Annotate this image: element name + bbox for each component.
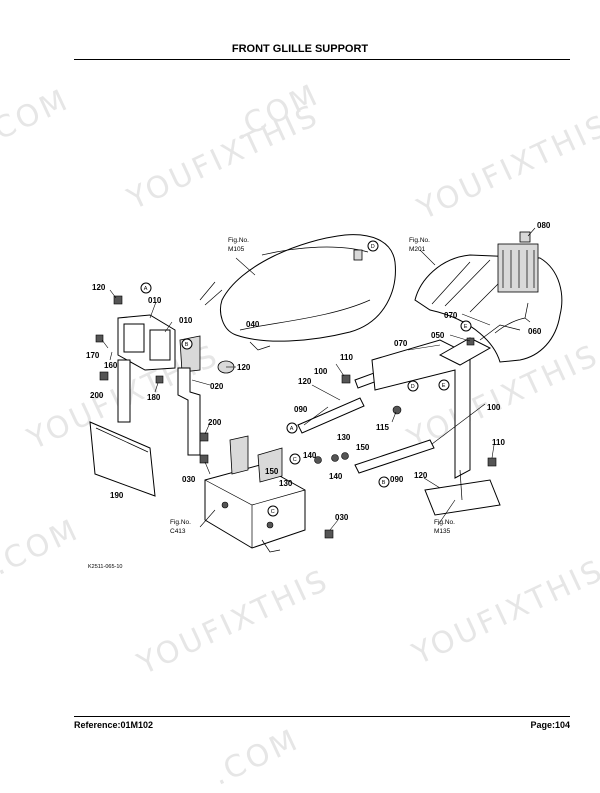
svg-text:A: A [144,286,148,292]
part-label: 160 [104,361,118,370]
parts-diagram: A B C D E A B C D E Fig.No. M105 Fig.No.… [86,221,563,570]
part-label: 020 [210,382,224,391]
svg-text:E: E [464,324,468,330]
footer-rule [74,716,570,717]
part-label: 110 [340,353,353,362]
bolt-icons [95,295,497,539]
callout-c-top: C [267,505,279,517]
callout-b-mid: B [378,476,390,488]
part-label: 130 [279,479,293,488]
part-label: 120 [237,363,251,372]
part-label: 090 [294,405,308,414]
callout-d-top: D [367,240,379,252]
right-frame-shape [371,324,521,516]
part-label: 110 [492,438,505,447]
part-label: 150 [265,467,279,476]
part-label: 140 [303,451,317,460]
hood-shape [220,234,396,351]
page-title: FRONT GLILLE SUPPORT [231,43,369,55]
part-label: 090 [390,475,404,484]
svg-text:A: A [290,426,294,432]
grille-top-shape [414,231,563,363]
part-label: 120 [298,377,312,386]
callout-e-top: E [460,320,472,332]
callout-a-mid: A [286,422,298,434]
part-label: 070 [444,311,458,320]
svg-text:C: C [293,457,297,463]
fig-ref-number: M201 [409,246,426,253]
part-label: 030 [182,475,196,484]
fig-ref-label: Fig.No. [170,519,191,526]
part-label: 140 [329,472,343,481]
part-label: 120 [92,283,106,292]
diagram-code: K2511-065-10 [88,564,122,570]
part-number-labels: 120 010 010 040 120 170 160 180 020 200 … [86,221,551,522]
radiator-frame-shape [117,281,223,373]
reference-label: Reference:01M102 [74,720,154,730]
center-frame-shape [204,435,306,553]
part-label: 010 [148,296,162,305]
fig-ref-number: M135 [434,528,451,535]
part-label: 050 [431,331,445,340]
fig-ref-label: Fig.No. [409,237,430,244]
part-label: 060 [528,327,542,336]
part-label: 190 [110,491,124,500]
callout-letters: A B C D E A B C D E [140,240,472,517]
svg-text:D: D [411,384,415,390]
part-label: 200 [90,391,104,400]
part-label: 150 [356,443,370,452]
header-rule [74,59,570,60]
fig-ref-label: Fig.No. [228,237,249,244]
part-label: 080 [537,221,551,230]
part-label: 030 [335,513,349,522]
fig-ref-label: Fig.No. [434,519,455,526]
part-label: 130 [337,433,351,442]
part-label: 070 [394,339,408,348]
part-label: 200 [208,418,222,427]
part-label: 100 [487,403,501,412]
part-label: 010 [179,316,193,325]
part-label: 170 [86,351,100,360]
fig-ref-number: C413 [170,528,186,535]
callout-b-top: B [181,338,193,350]
svg-text:B: B [185,342,189,348]
svg-text:D: D [371,244,375,250]
page-number: Page:104 [530,720,570,730]
part-label: 115 [376,423,389,432]
leader-lines [101,227,536,531]
svg-text:C: C [271,509,275,515]
bottom-shield-shape [89,421,156,497]
part-label: 120 [414,471,428,480]
svg-text:E: E [442,383,446,389]
svg-text:B: B [382,480,386,486]
figure-reference-labels: Fig.No. M105 Fig.No. M201 Fig.No. C413 F… [170,237,455,535]
part-label: 100 [314,367,328,376]
callout-e-mid: E [438,379,450,391]
callout-d-mid: D [407,380,419,392]
callout-a-top: A [140,282,152,294]
part-label: 040 [246,320,260,329]
part-label: 180 [147,393,161,402]
fig-ref-number: M105 [228,246,245,253]
callout-c-mid: C [289,453,301,465]
